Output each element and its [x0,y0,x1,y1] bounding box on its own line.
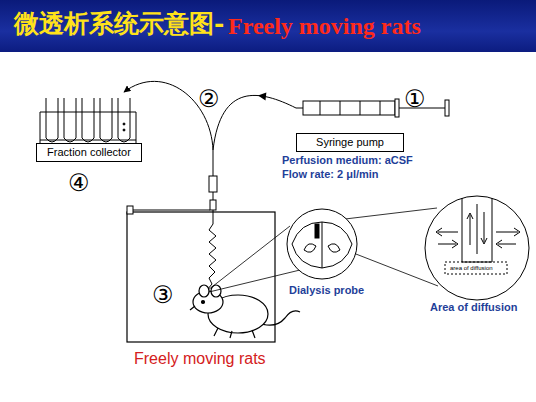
perfusion-note: Perfusion medium: aCSF [282,154,413,167]
probe-detail [496,240,516,248]
brain-section [322,222,323,268]
collection-tubes [82,98,94,142]
collection-tubes [40,112,41,146]
probe-detail [496,228,520,236]
swivel-stand [131,210,210,211]
syringe [296,108,303,109]
probe-detail [425,196,529,300]
node-label: Syringe pump [296,133,404,152]
flow-arrow [258,92,267,101]
swivel-stand [127,150,217,290]
brain-section [292,222,352,268]
collection-tubes [118,98,130,142]
brain-section [287,209,357,279]
collection-tubes [40,112,136,113]
probe-detail [445,262,507,274]
probe-label: Dialysis probe [289,284,364,297]
probe-detail [438,240,458,248]
callout-number: ① [404,86,426,114]
flow-rate-note: Flow rate: 2 μl/min [282,168,379,181]
collection-tubes [123,129,125,131]
caption-label: Freely moving rats [134,350,266,368]
rat [190,285,300,338]
fraction-collector: Fraction collector [36,92,142,162]
cage [127,212,275,342]
syringe [380,101,381,115]
collection-tubes [40,98,136,146]
swivel-stand [207,224,216,290]
callout-number: ③ [152,282,174,310]
brain-section [328,244,340,253]
probe-detail [436,228,458,236]
rat [202,301,205,304]
collection-tubes [40,140,136,141]
swivel-stand [127,206,133,214]
cage [127,212,275,342]
syringe [320,101,321,115]
node-label: Fraction collector [36,143,142,162]
brain-section [304,244,316,253]
swivel-stand [210,200,216,210]
callout-number: ② [198,86,220,114]
collection-tubes [100,98,112,142]
callout-number: ④ [68,170,90,198]
probe-detail [492,198,493,262]
probe-detail [425,196,529,300]
collection-tubes [64,98,76,142]
collection-tubes [136,112,137,146]
diffusion-label: Area of diffusion [430,301,517,314]
syringe [303,101,395,115]
rat [190,306,195,310]
swivel-stand [209,176,217,192]
tubing-connector [124,81,296,150]
zoom-lines [209,270,300,292]
zoom-lines [208,208,438,292]
diffusion-sublabel: area of diffusion [450,265,493,272]
probe-detail [481,212,487,244]
collection-tubes [46,98,58,142]
syringe [395,99,399,117]
brain-section [287,209,357,279]
syringe [445,100,449,116]
syringe [296,99,449,117]
probe-detail [462,198,463,262]
title: 微透析系统示意图- [14,10,224,39]
syringe [360,101,361,115]
rat [199,285,209,297]
syringe [340,101,341,115]
zoom-lines [208,226,290,290]
title-subtitle: Freely moving rats [228,13,421,41]
collection-tubes [123,123,125,125]
syringe-pump: Syringe pump [296,96,404,152]
rat [214,328,255,338]
probe-detail [477,204,478,254]
probe-detail [467,213,473,245]
brain-section [315,224,319,238]
